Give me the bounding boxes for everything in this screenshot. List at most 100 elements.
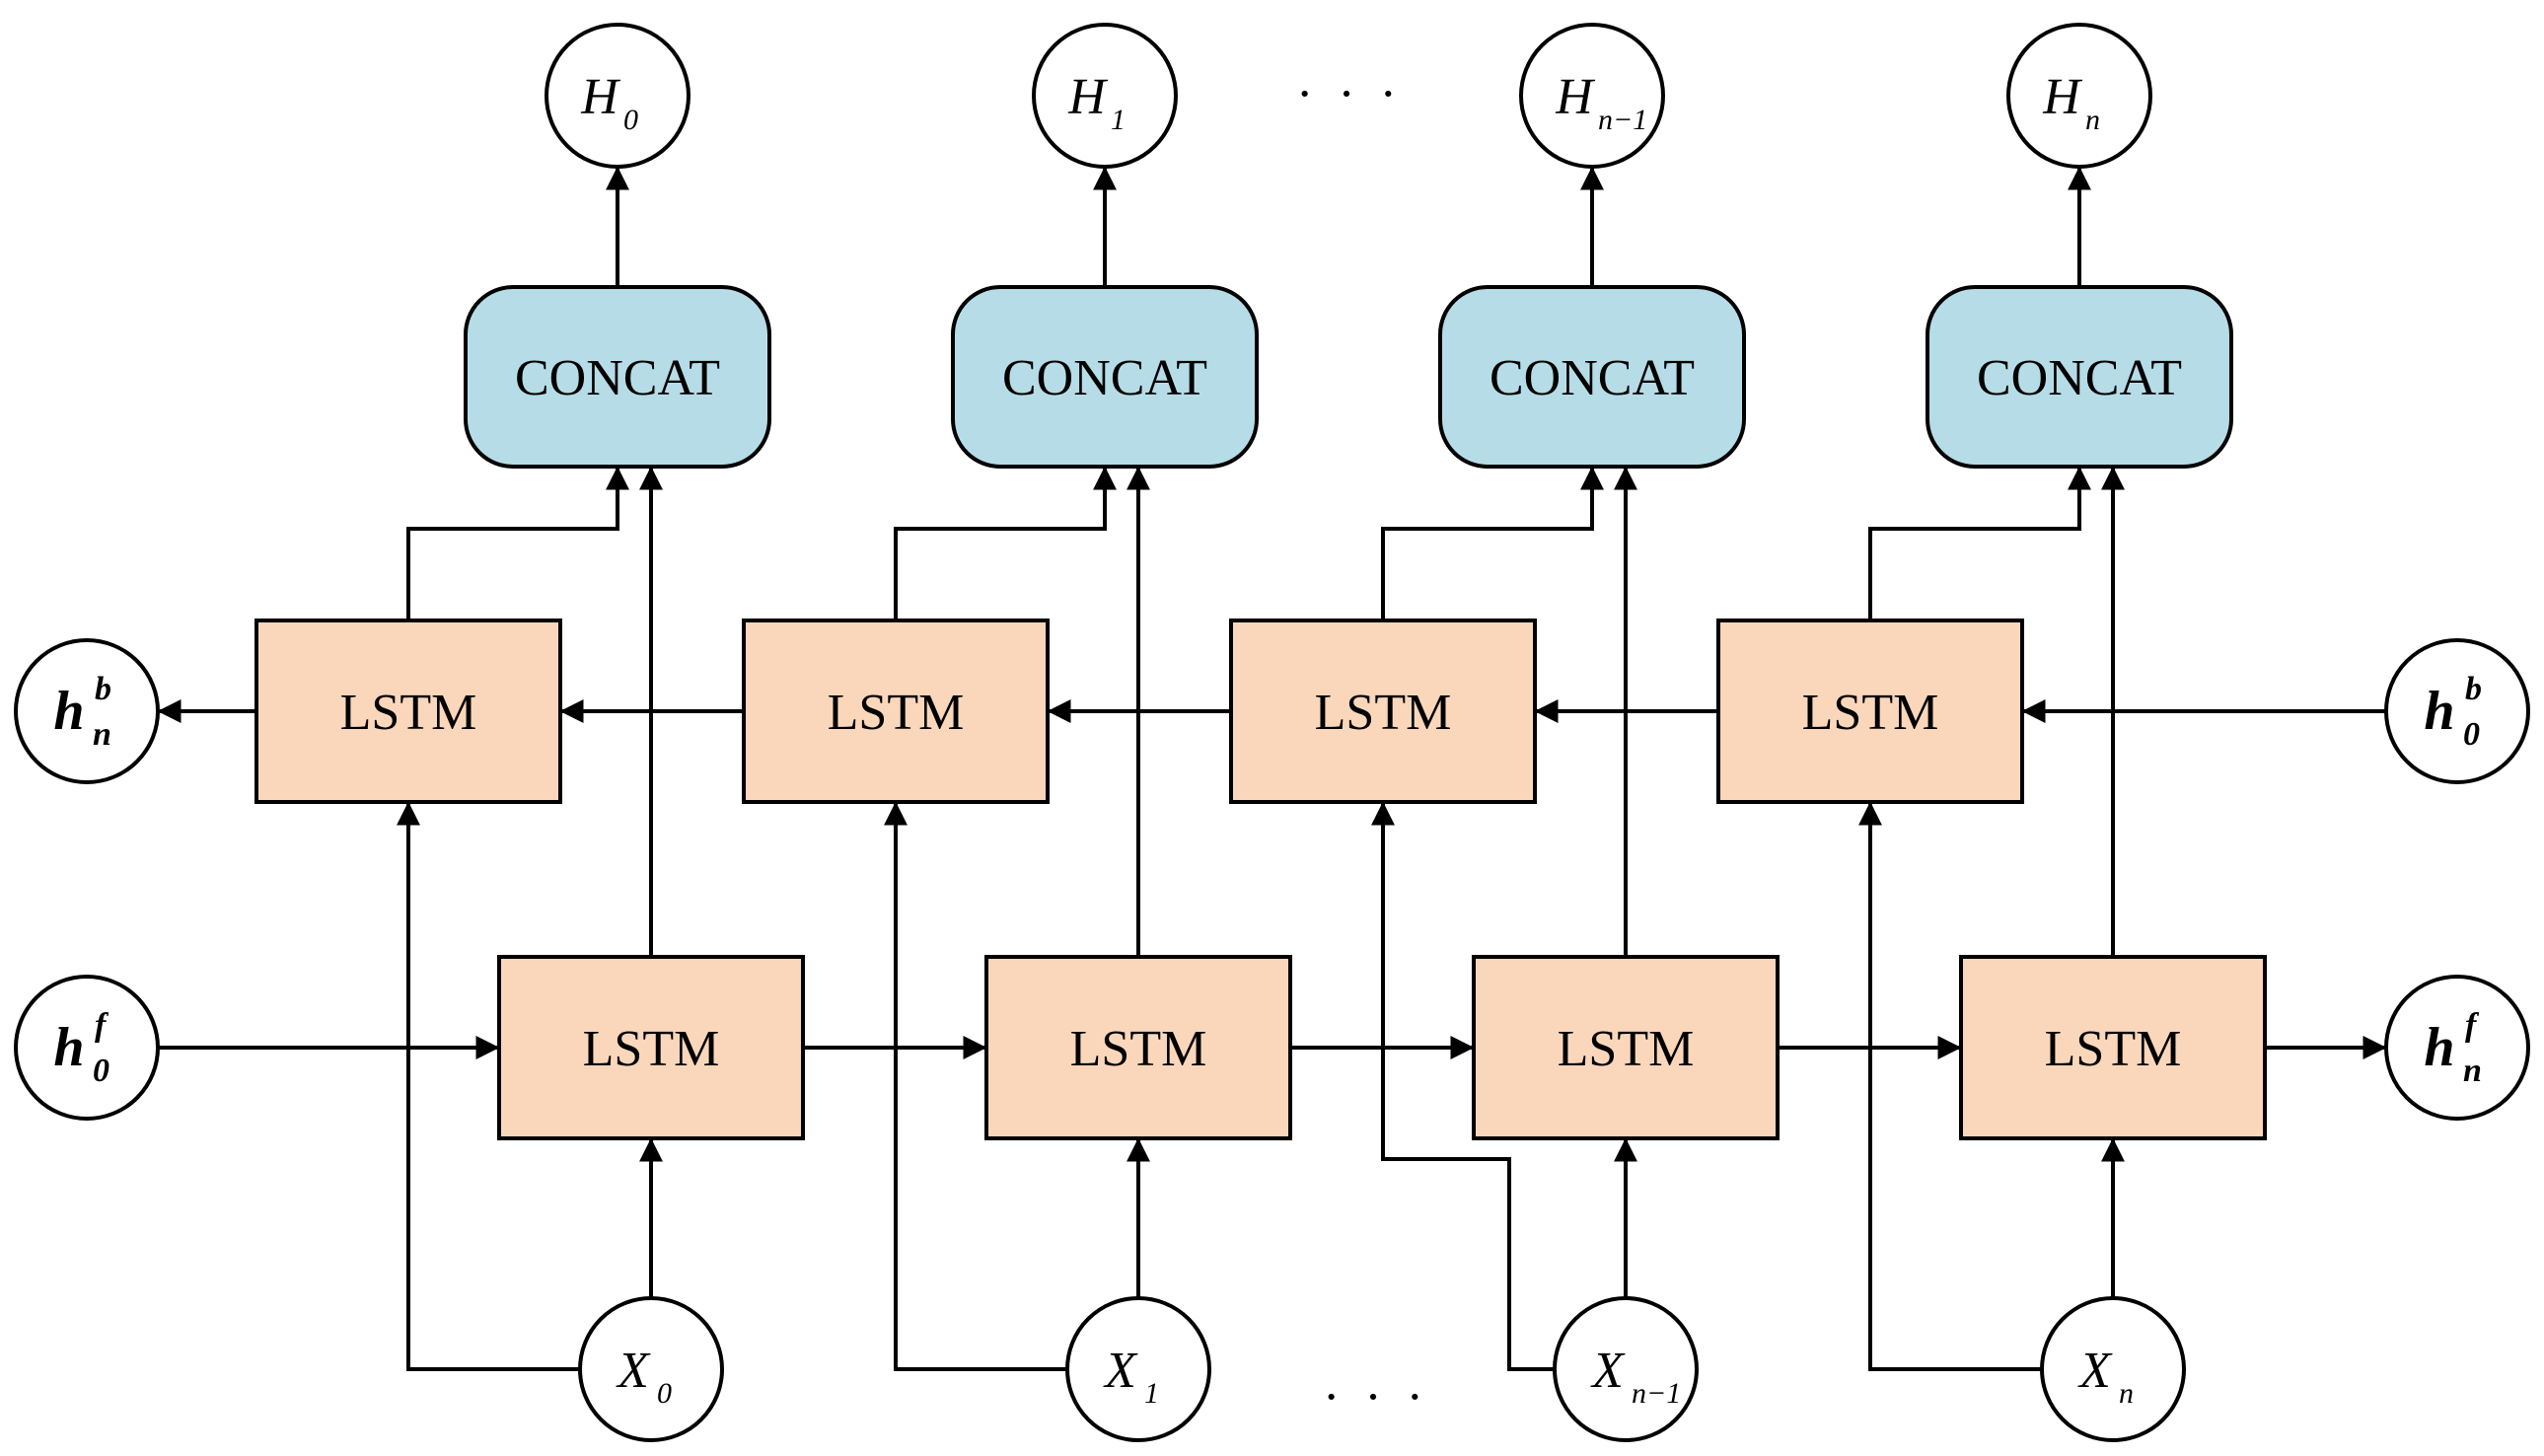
backward-output-state-circle <box>14 638 160 784</box>
concat-block-label: CONCAT <box>1977 350 2182 406</box>
input-node-subscript: 1 <box>1144 1377 1159 1410</box>
input-to-backward-arrow <box>1371 801 1555 1371</box>
backward-lstm-shape <box>1229 619 1537 804</box>
backward-lstm-label: LSTM <box>1802 685 1939 741</box>
ellipsis-labels: · · · · · · <box>1296 66 1429 1425</box>
concat-block: CONCAT <box>1438 285 1746 469</box>
forward-lstm: LSTM <box>984 955 1292 1140</box>
backward-initial-state-subscript: 0 <box>2463 716 2480 753</box>
output-node-subscript: 0 <box>623 104 638 136</box>
backward-initial-state-symbol: h <box>2424 681 2454 742</box>
concat-block: CONCAT <box>951 285 1259 469</box>
forward-initial-state-circle <box>14 975 160 1121</box>
forward-output-state-circle <box>2384 975 2530 1121</box>
input-node-subscript: n−1 <box>1632 1377 1681 1410</box>
forward-lstm-shape <box>1959 955 2267 1140</box>
forward-output-state-symbol: h <box>2424 1017 2454 1078</box>
input-to-backward-arrow <box>1858 801 2042 1371</box>
concat-block-shape <box>951 285 1259 469</box>
forward-initial-state-symbol: h <box>53 1017 84 1078</box>
input-node-circle <box>1065 1296 1211 1442</box>
concat-block: CONCAT <box>1926 285 2233 469</box>
output-node-symbol: H <box>1067 69 1108 125</box>
forward-lstm: LSTM <box>1472 955 1780 1140</box>
forward-output-state-superscript: f <box>2465 1007 2480 1044</box>
input-to-backward-arrow <box>884 801 1067 1371</box>
backward-initial-state-circle <box>2384 638 2530 784</box>
forward-lstm: LSTM <box>497 955 805 1140</box>
input-node-symbol: X <box>1590 1343 1626 1399</box>
output-node-subscript: n−1 <box>1598 104 1647 136</box>
forward-initial-state-subscript: 0 <box>93 1053 109 1089</box>
output-node-symbol: H <box>1555 69 1595 125</box>
input-node-circle <box>2040 1296 2186 1442</box>
output-node-symbol: H <box>2042 69 2082 125</box>
backward-to-concat-arrow <box>1868 466 2091 620</box>
concat-block-label: CONCAT <box>1002 350 1207 406</box>
input-node-subscript: n <box>2119 1377 2134 1410</box>
forward-lstm-label: LSTM <box>2045 1021 2182 1077</box>
ellipsis-bottom: · · · <box>1323 1369 1429 1425</box>
input-to-backward-arrow <box>397 801 580 1371</box>
output-node-subscript: n <box>2085 104 2100 136</box>
concat-block-label: CONCAT <box>1490 350 1695 406</box>
backward-lstm-shape <box>1716 619 2024 804</box>
concat-block-shape <box>464 285 771 469</box>
backward-lstm-shape <box>254 619 562 804</box>
backward-to-concat-arrow <box>406 466 629 620</box>
blocks: CONCAT CONCAT CONCAT CONCAT LSTM LSTM LSTM LSTM… <box>254 285 2267 1140</box>
backward-to-concat-arrow <box>894 466 1117 620</box>
forward-lstm-shape <box>1472 955 1780 1140</box>
concat-block: CONCAT <box>464 285 771 469</box>
output-node-circle <box>545 23 691 169</box>
backward-initial-state-superscript: b <box>2465 671 2482 707</box>
input-node-circle <box>1553 1296 1699 1442</box>
forward-lstm-label: LSTM <box>583 1021 720 1077</box>
backward-lstm: LSTM <box>742 619 1050 804</box>
backward-output-state-subscript: n <box>93 716 111 753</box>
input-node-symbol: X <box>1103 1343 1138 1399</box>
backward-output-state-symbol: h <box>53 681 84 742</box>
forward-initial-state-superscript: f <box>95 1007 109 1044</box>
input-node-symbol: X <box>616 1343 651 1399</box>
backward-to-concat-arrow <box>1381 466 1604 620</box>
backward-output-state-superscript: b <box>95 671 111 707</box>
connections <box>157 166 2387 1371</box>
backward-lstm: LSTM <box>1229 619 1537 804</box>
forward-lstm-label: LSTM <box>1558 1021 1695 1077</box>
concat-block-shape <box>1438 285 1746 469</box>
backward-lstm: LSTM <box>1716 619 2024 804</box>
forward-lstm-label: LSTM <box>1070 1021 1207 1077</box>
input-node-circle <box>578 1296 724 1442</box>
input-node-symbol: X <box>2077 1343 2113 1399</box>
concat-block-shape <box>1926 285 2233 469</box>
forward-output-state-subscript: n <box>2463 1053 2482 1089</box>
output-node-circle <box>1032 23 1178 169</box>
output-node-circle <box>2006 23 2152 169</box>
output-node-symbol: H <box>580 69 620 125</box>
forward-lstm-shape <box>984 955 1292 1140</box>
backward-lstm-shape <box>742 619 1050 804</box>
input-node-subscript: 0 <box>657 1377 672 1410</box>
backward-lstm-label: LSTM <box>828 685 965 741</box>
backward-lstm-label: LSTM <box>1315 685 1452 741</box>
forward-lstm-shape <box>497 955 805 1140</box>
backward-lstm: LSTM <box>254 619 562 804</box>
ellipsis-top: · · · <box>1296 66 1403 122</box>
forward-lstm: LSTM <box>1959 955 2267 1140</box>
output-node-circle <box>1519 23 1665 169</box>
